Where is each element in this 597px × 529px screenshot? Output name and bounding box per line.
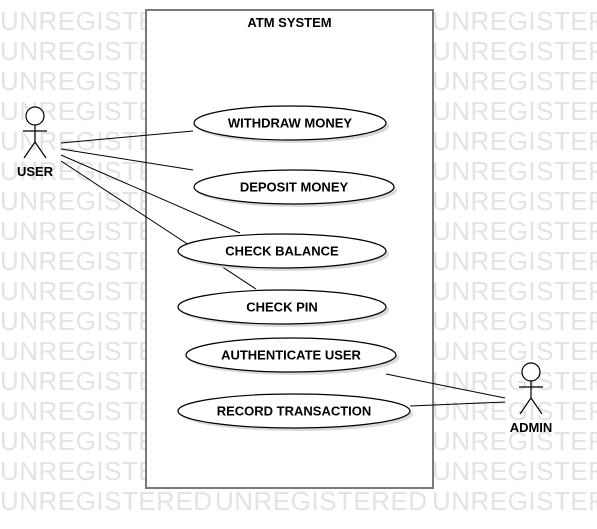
association-user-withdraw [60, 130, 194, 144]
use-case-label: WITHDRAW MONEY [228, 116, 353, 131]
use-case-record-transaction[interactable]: RECORD TRANSACTION [177, 393, 413, 431]
stick-figure-icon [23, 106, 47, 159]
watermark-text: UNREGISTERED [432, 366, 597, 396]
watermark-text: UNREGISTERED [432, 426, 597, 456]
use-case-label: RECORD TRANSACTION [217, 404, 372, 419]
watermark-text: UNREGISTERED [432, 246, 597, 276]
use-case-ellipse [177, 289, 387, 325]
use-case-label: AUTHENTICATE USER [221, 348, 361, 363]
use-case-authenticate-user[interactable]: AUTHENTICATE USER [185, 337, 399, 375]
use-case-withdraw[interactable]: WITHDRAW MONEY [193, 105, 389, 143]
actor-admin[interactable]: ADMIN [510, 362, 553, 435]
watermark-text: UNREGISTERED [432, 306, 597, 336]
watermark-text: UNREGISTERED [432, 66, 597, 96]
watermark-text: UNREGISTERED [215, 486, 428, 516]
association-admin-record [409, 401, 506, 407]
use-case-check-balance[interactable]: CHECK BALANCE [177, 233, 389, 271]
watermark-text: UNREGISTERED [432, 186, 597, 216]
associations [60, 130, 506, 407]
use-case-ellipse [185, 337, 397, 373]
use-case-label: DEPOSIT MONEY [240, 180, 349, 195]
stick-figure-icon [519, 362, 543, 415]
use-case-ellipse [193, 105, 387, 141]
use-case-ellipse [177, 393, 411, 429]
watermark-text: UNREGISTERED [432, 276, 597, 306]
system-title: ATM SYSTEM [247, 15, 331, 30]
watermark-text: UNREGISTERED [432, 486, 597, 516]
use-case-ellipse [177, 233, 387, 269]
watermark-text: UNREGISTERED [432, 156, 597, 186]
watermark-text: UNREGISTERED [432, 6, 597, 36]
watermark-text: UNREGISTERED [432, 216, 597, 246]
actor-label: USER [17, 164, 54, 179]
watermark-text: UNREGISTERED [432, 396, 597, 426]
watermark-text: UNREGISTERED [432, 36, 597, 66]
watermark-text: UNREGISTERED [432, 96, 597, 126]
use-case-label: CHECK BALANCE [225, 244, 339, 259]
use-case-label: CHECK PIN [246, 300, 318, 315]
actor-user[interactable]: USER [17, 106, 54, 179]
watermark-text: UNREGISTERED [432, 456, 597, 486]
association-user-deposit [60, 148, 194, 171]
use-case-deposit[interactable]: DEPOSIT MONEY [193, 169, 397, 207]
watermark-text: UNREGISTERED [432, 126, 597, 156]
actor-label: ADMIN [510, 420, 553, 435]
watermark-text: UNREGISTERED [432, 336, 597, 366]
use-case-ellipse [193, 169, 395, 205]
watermark-text: UNREGISTERED [0, 486, 213, 516]
association-user-balance [60, 154, 241, 234]
association-admin-auth [385, 373, 506, 399]
use-case-check-pin[interactable]: CHECK PIN [177, 289, 389, 327]
